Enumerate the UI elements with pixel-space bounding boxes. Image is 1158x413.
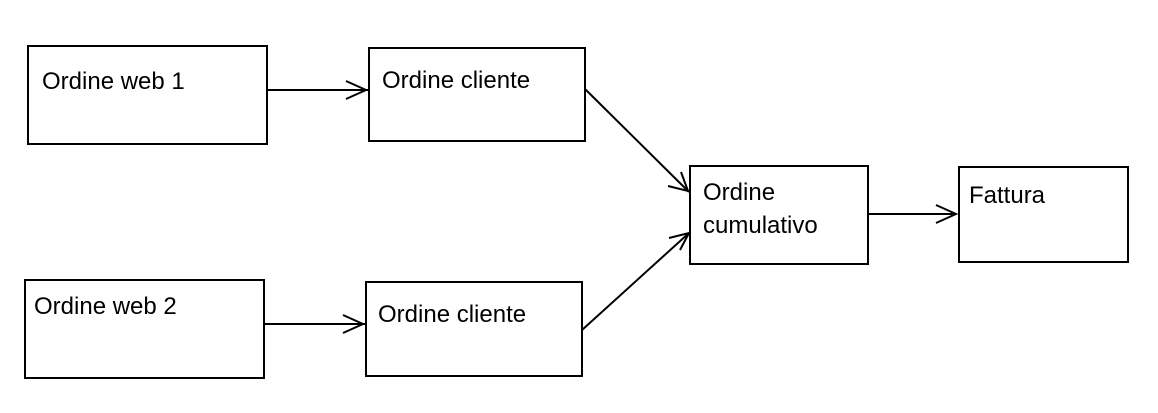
node-label: Fattura — [969, 182, 1046, 209]
node-box — [368, 47, 586, 142]
arrowhead-icon — [342, 314, 366, 334]
node-label: Ordine web 2 — [34, 293, 177, 320]
arrowhead-icon — [667, 171, 690, 193]
edge-line — [584, 88, 690, 193]
node-box — [958, 166, 1129, 263]
node-label-line-1: Ordine — [703, 179, 775, 206]
arrowhead-icon — [345, 80, 369, 100]
node-ordine-web-1: Ordine web 1 — [27, 45, 268, 145]
node-ordine-cumulativo: Ordine cumulativo — [689, 165, 869, 265]
node-box — [365, 281, 583, 377]
node-label: Ordine web 1 — [42, 68, 185, 95]
node-label-line-2: cumulativo — [703, 212, 818, 239]
node-box — [689, 165, 869, 265]
node-label: Ordine cliente — [378, 301, 526, 328]
edge-cliente2-to-cumulativo — [581, 231, 691, 331]
node-ordine-cliente-2: Ordine cliente — [365, 281, 583, 377]
node-ordine-web-2: Ordine web 2 — [24, 279, 265, 379]
node-box — [24, 279, 265, 379]
edge-line — [581, 232, 690, 331]
arrowhead-icon — [935, 204, 959, 224]
edge-cliente1-to-cumulativo — [584, 88, 690, 193]
node-ordine-cliente-1: Ordine cliente — [368, 47, 586, 142]
node-label: Ordine cliente — [382, 67, 530, 94]
edge-cumulativo-to-fattura — [868, 204, 959, 224]
node-fattura: Fattura — [958, 166, 1129, 263]
edge-web1-to-cliente1 — [267, 80, 369, 100]
node-box — [27, 45, 268, 145]
edge-web2-to-cliente2 — [264, 314, 366, 334]
